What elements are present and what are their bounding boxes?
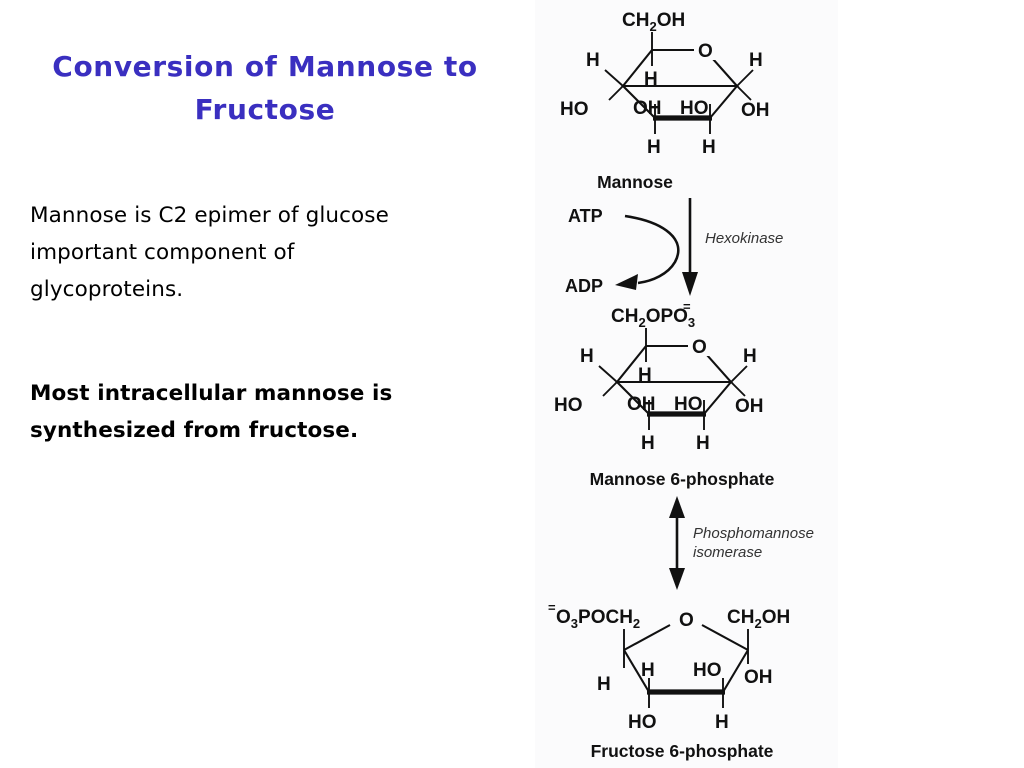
mannose-c4-ho-label: HO <box>560 99 589 120</box>
mannose-bond-c4-h <box>604 69 624 87</box>
mannose-c3-h-label: H <box>647 137 661 158</box>
f6p-bond-c5-c4 <box>623 649 650 693</box>
m6p-o-label-backdrop <box>688 334 712 356</box>
pathway-diagram: CH2OH O H H HO OH H HO H H <box>535 0 838 768</box>
mannose-bond-c1-h <box>736 69 754 87</box>
m6p-phosphate-charge-label: = <box>683 299 691 314</box>
f6p-c4-ho-down-label: HO <box>628 712 657 733</box>
structure-mannose-6-phosphate: CH2OPO3 = O H H HO OH H HO H H OH Mannos… <box>554 299 775 489</box>
m6p-bond-c4-oh <box>602 381 618 397</box>
mannose-ch2oh-label: CH2OH <box>622 10 685 34</box>
page-title-line-1: Conversion of Mannose to <box>52 50 478 83</box>
body-paragraph-2: Most intracellular mannose is synthesize… <box>30 376 500 450</box>
mannose-ring-upper-bonds <box>620 48 740 88</box>
m6p-c3-h-label: H <box>641 433 655 454</box>
mannose-c5-h-label: H <box>644 69 658 90</box>
mannose-bond-c4-oh <box>608 85 624 101</box>
m6p-c4-h-label: H <box>580 346 594 367</box>
m6p-c3-oh-label: OH <box>627 394 656 415</box>
mannose-6-phosphate-compound-name: Mannose 6-phosphate <box>590 469 775 489</box>
f6p-c5-h-label: H <box>597 674 611 695</box>
f6p-c4-h-up-label: H <box>641 660 655 681</box>
mannose-bond-c4-c3 <box>622 85 656 119</box>
mannose-c2-ho-label: HO <box>680 98 709 119</box>
m6p-c5-h-label: H <box>638 365 652 386</box>
mannose-c1-oh-label: OH <box>741 100 770 121</box>
isomerase-arrow-head-up <box>669 496 685 518</box>
hexokinase-arrow-head <box>682 272 698 296</box>
isomerase-enzyme-label-line-2: isomerase <box>693 544 762 561</box>
mannose-bond-c1-c2 <box>709 85 738 119</box>
body-paragraph-1-line-3: glycoproteins. <box>30 276 184 302</box>
structure-mannose: CH2OH O H H HO OH H HO H H <box>560 10 770 192</box>
f6p-phosphate-charge-label: = <box>548 600 556 615</box>
m6p-bond-c1-h <box>730 365 748 383</box>
structure-fructose-6-phosphate: = O3POCH2 CH2OH O H H HO OH HO H F <box>548 600 790 761</box>
hexokinase-enzyme-label: Hexokinase <box>705 230 783 247</box>
m6p-ring-oxygen-label: O <box>692 337 707 358</box>
m6p-ch2opo3-label: CH2OPO3 <box>611 306 695 330</box>
m6p-c2-h-label: H <box>696 433 710 454</box>
atp-label: ATP <box>568 206 603 226</box>
atp-adp-curved-arrow-path <box>624 214 680 285</box>
mannose-c4-h-label: H <box>586 50 600 71</box>
mannose-compound-name: Mannose <box>597 172 673 192</box>
page-title-line-2: Fructose <box>194 92 336 126</box>
f6p-ch2oh-label: CH2OH <box>727 607 790 631</box>
m6p-bond-c1-c2 <box>703 381 732 415</box>
isomerase-arrow-head-down <box>669 568 685 590</box>
atp-adp-arrow-head <box>615 274 638 290</box>
m6p-bond-c1-oh <box>730 381 746 397</box>
m6p-c1-h-label: H <box>743 346 757 367</box>
m6p-ring-upper-bonds <box>614 344 734 384</box>
f6p-c3-h-down-label: H <box>715 712 729 733</box>
body-paragraph-1-line-1: Mannose is C2 epimer of glucose <box>30 203 389 228</box>
body-paragraph-1-line-2: important component of <box>30 239 295 265</box>
mannose-o-label-backdrop <box>694 38 718 60</box>
f6p-ring-oxygen-label: O <box>679 610 694 631</box>
m6p-c1-oh-label: OH <box>735 396 764 417</box>
m6p-c2-ho-label: HO <box>674 394 703 415</box>
m6p-bond-c4-c3 <box>616 381 650 415</box>
mannose-bond-c1-oh <box>736 85 752 101</box>
f6p-c2-oh-label: OH <box>744 667 773 688</box>
mannose-ring-oxygen-label: O <box>698 41 713 62</box>
reaction-hexokinase: ATP ADP Hexokinase <box>565 198 783 296</box>
mannose-c1-h-label: H <box>749 50 763 71</box>
mannose-c2-h-label: H <box>702 137 716 158</box>
reaction-phosphomannose-isomerase: Phosphomannose isomerase <box>669 496 814 590</box>
body-paragraph-2-line-1: Most intracellular mannose is <box>30 381 393 406</box>
mannose-c3-oh-label: OH <box>633 98 662 119</box>
adp-label: ADP <box>565 276 603 296</box>
page-title: Conversion of Mannose to Fructose <box>30 46 500 131</box>
isomerase-enzyme-label-line-1: Phosphomannose <box>693 525 814 542</box>
m6p-c4-ho-label: HO <box>554 395 583 416</box>
f6p-bond-c2-o <box>701 624 749 651</box>
f6p-bond-c2-c3 <box>722 649 749 693</box>
m6p-bond-c4-h <box>598 365 618 383</box>
f6p-o3poch2-label: O3POCH2 <box>556 607 640 631</box>
f6p-c3-ho-label: HO <box>693 660 722 681</box>
f6p-o-label-backdrop <box>675 607 699 629</box>
body-paragraph-1: Mannose is C2 epimer of glucose importan… <box>30 198 500 309</box>
body-paragraph-2-line-2: synthesized from fructose. <box>30 417 359 443</box>
fructose-6-phosphate-compound-name: Fructose 6-phosphate <box>591 741 774 761</box>
f6p-bond-c5-o <box>623 624 671 651</box>
